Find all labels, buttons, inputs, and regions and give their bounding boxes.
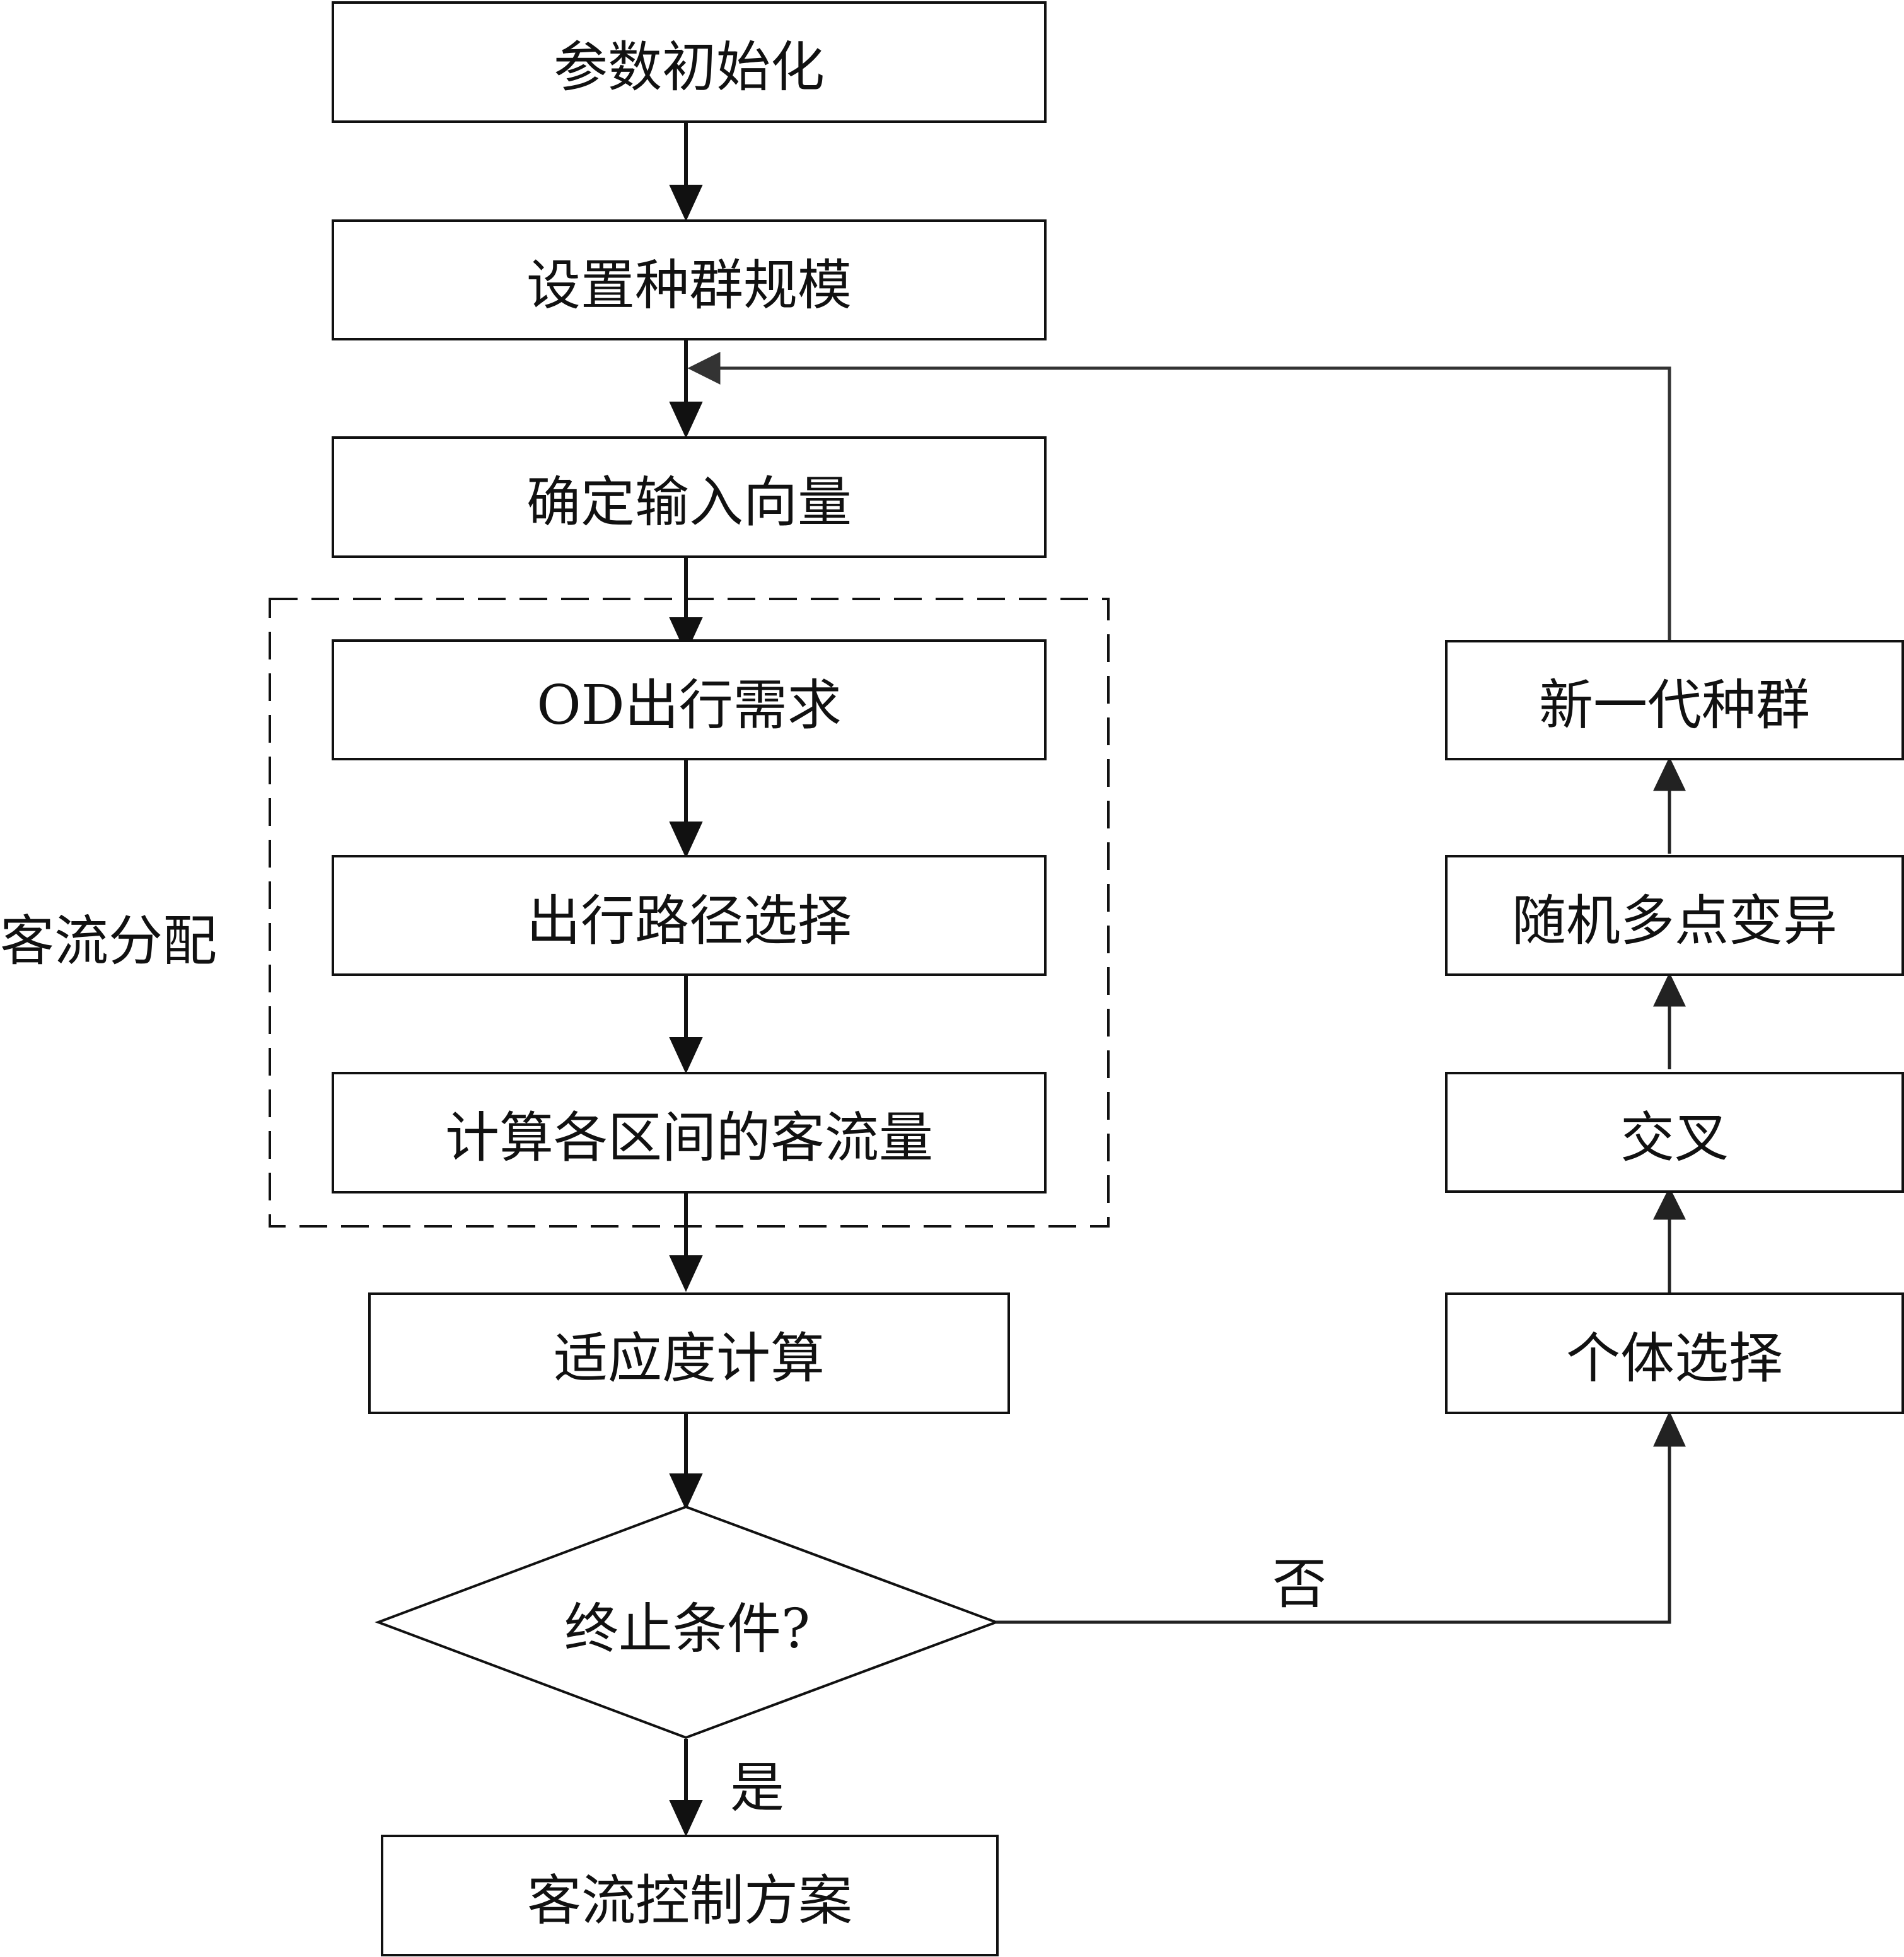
box-population-size: 设置种群规模 [332,219,1047,340]
box-fitness: 适应度计算 [368,1292,1010,1414]
box-section-flow-label: 计算各区间的客流量 [445,1106,933,1170]
arrowhead-1 [669,185,703,222]
group-frame [269,598,1110,1228]
box-init: 参数初始化 [332,1,1047,123]
arrowhead-10 [1653,972,1686,1007]
box-route-choice: 出行路径选择 [332,855,1047,976]
decision-label: 终止条件? [492,1589,883,1661]
arrowhead-6 [669,1255,703,1292]
branch-no-label: 否 [1272,1553,1326,1616]
arrowhead-3 [669,617,703,654]
box-od-demand-label: OD出行需求 [537,673,842,737]
box-fitness-label: 适应度计算 [554,1327,825,1390]
box-selection: 个体选择 [1445,1292,1904,1414]
arrowhead-4 [669,822,703,859]
box-mutation: 随机多点变异 [1445,855,1904,976]
box-input-vector: 确定输入向量 [332,436,1047,558]
box-new-population: 新一代种群 [1445,640,1904,760]
box-input-vector-label: 确定输入向量 [526,471,852,534]
box-new-population-label: 新一代种群 [1539,674,1810,737]
box-population-size-label: 设置种群规模 [526,253,852,317]
box-od-demand: OD出行需求 [332,639,1047,760]
box-mutation-label: 随机多点变异 [1512,889,1837,953]
box-selection-label: 个体选择 [1566,1327,1783,1390]
arrowhead-2 [669,402,703,439]
decision-diamond [374,1505,1000,1739]
arrowhead-7 [669,1473,703,1511]
group-label: 客流分配 [0,910,217,973]
arrowhead-9 [1652,1187,1686,1220]
box-crossover-label: 交叉 [1620,1106,1729,1170]
arrowhead-feedback [687,351,721,385]
arrowhead-no [1653,1410,1686,1447]
box-route-choice-label: 出行路径选择 [526,889,852,953]
box-init-label: 参数初始化 [554,36,825,99]
arrowhead-8 [669,1800,703,1837]
branch-yes-label: 是 [730,1757,784,1820]
box-control-plan-label: 客流控制方案 [527,1869,852,1932]
feedback-line [712,366,1671,640]
box-control-plan: 客流控制方案 [381,1835,999,1956]
box-section-flow: 计算各区间的客流量 [332,1072,1047,1193]
decision-text: 终止条件? [564,1597,811,1661]
arrowhead-5 [669,1037,703,1074]
arrowhead-11 [1653,757,1686,791]
box-crossover: 交叉 [1445,1072,1904,1193]
no-branch-line [996,1437,1671,1624]
